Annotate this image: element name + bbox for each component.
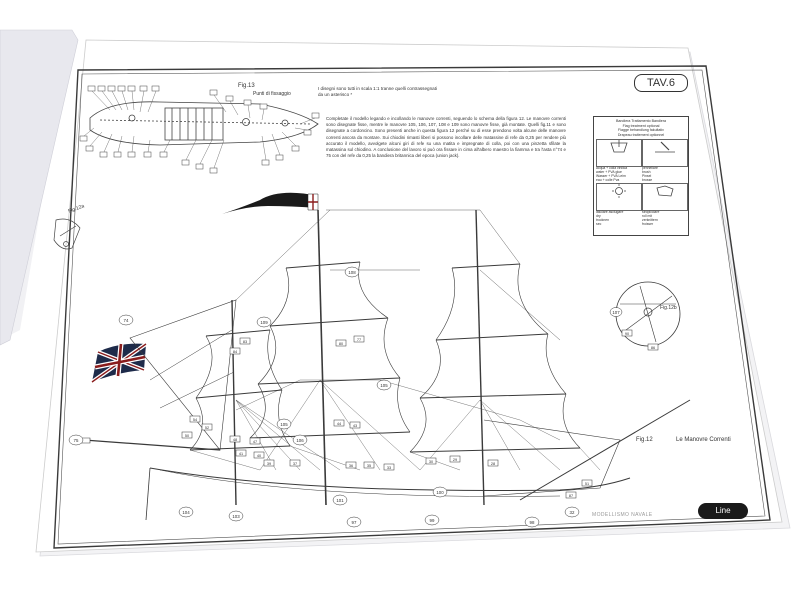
callout-text-44: 44 <box>337 422 341 426</box>
assembly-instructions: Completate il modello legando e incollan… <box>326 116 566 159</box>
callout-text-104: 104 <box>182 510 190 515</box>
deck-leaders <box>83 90 316 169</box>
callout-text-51: 51 <box>585 482 589 486</box>
legend-cell-dry <box>596 183 642 211</box>
callout-text-108: 108 <box>348 270 356 275</box>
scale-note: I disegni sono tutti in scala 1:1 tranne… <box>318 86 438 97</box>
ship-callouts: 74 75 108 109 105 105 106 104 103 97 100… <box>68 266 659 528</box>
bottom-caption: MODELLISMO NAVALE <box>592 512 653 518</box>
callout-text-74: 74 <box>124 318 129 323</box>
sheet-border-inner <box>57 69 766 545</box>
sun-icon <box>612 184 626 198</box>
legend-text-brush: pennellare brush Pinsel brosse <box>642 166 658 182</box>
fig12a-detail <box>53 218 81 250</box>
brush-icon <box>655 141 675 153</box>
callout-text-40: 40 <box>257 454 261 458</box>
callout-text-90: 90 <box>625 332 629 336</box>
callout-text-97: 97 <box>352 520 357 525</box>
fig13-subtitle: Punti di fissaggio <box>253 91 291 97</box>
callout-75 <box>68 434 84 446</box>
legend-cell-glue <box>596 139 642 167</box>
crumple-icon <box>656 185 674 197</box>
plate-label: TAV.6 <box>634 74 688 92</box>
glue-cup-icon <box>610 140 628 153</box>
callout-text-100: 100 <box>436 490 444 495</box>
callout-text-29: 29 <box>453 458 457 462</box>
fore-mast <box>231 299 237 506</box>
brand-logo: Line <box>698 503 748 519</box>
legend-text-dry: lasciare asciugare dry trocknen sec <box>596 210 624 226</box>
fig12-label: Fig.12 <box>636 437 653 443</box>
legend-text-glue: acqua + colla vinilica water + PVA glue … <box>596 166 628 182</box>
callout-text-84: 84 <box>233 350 237 354</box>
callout-text-101: 101 <box>336 498 344 503</box>
union-jack-flag <box>90 342 148 384</box>
fig12b-label: Fig.12b <box>660 305 677 311</box>
deck-plan-figure <box>89 101 319 146</box>
fig13-label: Fig.13 <box>238 83 255 89</box>
legend-title: Bandiera Trattamento Bandiera Flag treat… <box>616 119 666 137</box>
callout-text-39: 39 <box>267 462 271 466</box>
pennant-flag <box>222 192 318 214</box>
callout-text-86: 86 <box>651 346 655 350</box>
callout-74 <box>118 314 134 326</box>
mizzen-mast <box>475 209 485 506</box>
deck-outline <box>89 101 319 146</box>
callout-text-109: 109 <box>260 320 268 325</box>
callout-text-43: 43 <box>353 424 357 428</box>
legend-text-roll: stropicciare roll mit zerknittern froiss… <box>642 210 660 226</box>
callout-text-33: 33 <box>387 466 391 470</box>
callout-text-83: 83 <box>243 340 247 344</box>
callout-text-77: 77 <box>357 338 361 342</box>
callout-text-80: 80 <box>339 342 343 346</box>
callout-text-41: 41 <box>239 452 243 456</box>
flag-treatment-legend: Bandiera Trattamento Bandiera Flag treat… <box>593 116 689 236</box>
callout-text-105: 105 <box>380 383 388 388</box>
callout-text-75: 75 <box>74 438 79 443</box>
callout-text-32: 32 <box>570 510 575 515</box>
callout-text-37: 37 <box>293 462 297 466</box>
callout-text-54: 54 <box>193 418 197 422</box>
callout-text-35: 35 <box>367 464 371 468</box>
callout-text-107: 107 <box>612 310 620 315</box>
callout-text-50: 50 <box>185 434 189 438</box>
deck-callouts <box>79 85 320 174</box>
sheet-border-outer <box>53 65 771 549</box>
callout-text-36: 36 <box>349 464 353 468</box>
callout-text-99: 99 <box>430 518 435 523</box>
left-page-shadow <box>0 29 79 346</box>
callout-text-28: 28 <box>491 462 495 466</box>
callout-text-30: 30 <box>429 460 433 464</box>
callout-text-87: 87 <box>569 494 573 498</box>
callout-text-47: 47 <box>253 440 257 444</box>
callout-text-98: 98 <box>530 520 535 525</box>
main-mast <box>317 209 327 506</box>
callout-text-52: 52 <box>205 426 209 430</box>
callout-text-48: 48 <box>233 438 237 442</box>
callout-text-105b: 105 <box>280 422 288 427</box>
deck-hatch <box>164 107 224 141</box>
callout-text-106: 106 <box>296 438 304 443</box>
legend-cell-roll <box>642 183 688 211</box>
legend-cell-brush <box>642 139 688 167</box>
fig12-caption: Le Manovre Correnti <box>676 437 731 443</box>
callout-text-103: 103 <box>232 514 240 519</box>
